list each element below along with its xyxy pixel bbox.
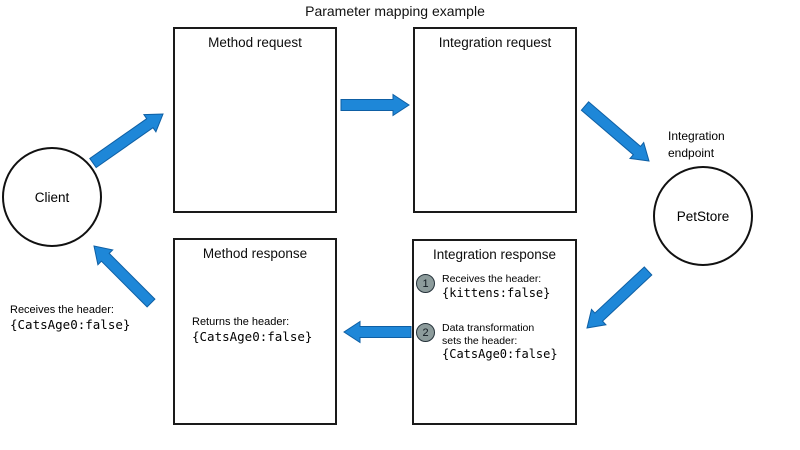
step-1-line: Receives the header: <box>442 273 542 285</box>
step-2-code: {CatsAge0:false} <box>442 347 558 361</box>
method-request-title: Method request <box>208 35 302 50</box>
integration-response-box: Integration response 1 Receives the head… <box>412 239 577 425</box>
client-note-label: Receives the header: <box>10 304 114 316</box>
step-1-code: {kittens:false} <box>442 285 551 300</box>
integration-response-step-2: 2 Data transformation sets the header: {… <box>416 322 558 361</box>
petstore-node-label: PetStore <box>676 208 730 224</box>
arrow-integration-request-to-petstore-icon <box>580 101 650 162</box>
method-response-title: Method response <box>202 246 308 261</box>
integration-request-box: Integration request <box>413 27 577 213</box>
integration-response-title: Integration response <box>432 247 557 262</box>
method-response-box: Method response Returns the header: {Cat… <box>173 238 337 425</box>
method-response-body-code: {CatsAge0:false} <box>192 329 313 344</box>
step-1-text: Receives the header: {kittens:false} <box>442 273 550 300</box>
arrow-client-to-method-request-icon <box>89 113 164 169</box>
step-2-line-2: sets the header: <box>442 334 518 347</box>
integration-endpoint-note-line-2: endpoint <box>668 146 715 160</box>
client-note: Receives the header: {CatsAge0:false} <box>10 303 130 332</box>
diagram-title: Parameter mapping example <box>305 3 485 19</box>
petstore-node: PetStore <box>653 166 753 266</box>
integration-endpoint-note-line-1: Integration <box>668 129 725 143</box>
arrow-method-request-to-integration-request-icon <box>340 93 410 117</box>
step-1-number-badge: 1 <box>416 274 435 293</box>
method-request-box: Method request <box>173 27 337 213</box>
arrow-integration-response-to-method-response-icon <box>343 320 412 344</box>
integration-request-title: Integration request <box>438 35 552 50</box>
integration-response-step-1: 1 Receives the header: {kittens:false} <box>416 273 550 300</box>
integration-endpoint-note: Integration endpoint <box>668 128 725 162</box>
method-response-body-label: Returns the header: <box>192 316 290 328</box>
method-response-body: Returns the header: {CatsAge0:false} <box>192 316 312 344</box>
arrow-petstore-to-integration-response-icon <box>586 266 653 329</box>
step-2-number-badge: 2 <box>416 323 435 342</box>
arrow-method-response-to-client-icon <box>93 245 156 308</box>
client-node-label: Client <box>34 189 70 205</box>
client-note-code: {CatsAge0:false} <box>10 317 131 332</box>
step-2-line-1: Data transformation <box>442 322 535 334</box>
client-node: Client <box>2 147 102 247</box>
step-2-text: Data transformation sets the header: {Ca… <box>442 322 558 361</box>
